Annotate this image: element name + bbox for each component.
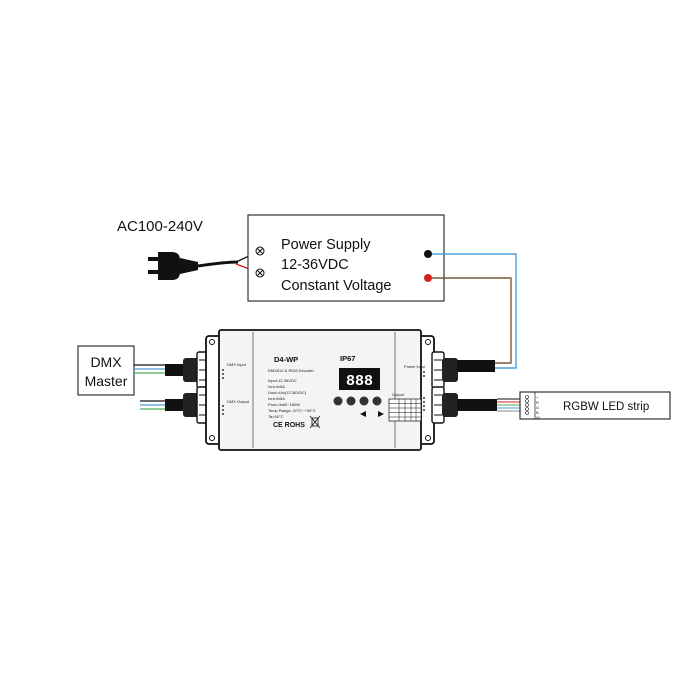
ac-input-label: AC100-240V	[117, 218, 203, 235]
right-arrow-icon	[378, 411, 384, 417]
spec-line-2: Iout:4x5A	[268, 384, 285, 389]
power-supply-type: Constant Voltage	[281, 278, 391, 294]
dmx-output-cable	[165, 399, 185, 411]
dc-wire-positive	[432, 277, 512, 364]
button-right[interactable]	[359, 396, 369, 406]
led-output-cable	[457, 399, 497, 411]
dmx-input-cable	[165, 364, 185, 376]
terminal-dots	[222, 369, 224, 415]
dmx-output-title: DMX Output	[227, 399, 250, 404]
weee-bin-icon	[309, 415, 321, 429]
button-m[interactable]	[333, 396, 343, 406]
strip-pin-b: B	[536, 410, 539, 415]
decoder-model: D4-WP	[274, 355, 298, 364]
spec-line-7: Ta=50°C	[268, 414, 284, 419]
button-down[interactable]	[372, 396, 382, 406]
decoder-rating: IP67	[340, 354, 355, 363]
dc-positive-terminal	[424, 274, 432, 282]
dc-negative-terminal	[424, 250, 432, 258]
power-supply-box	[247, 214, 445, 302]
spec-line-3: Uout=Uin(12-36VDC)	[268, 390, 307, 395]
dmx-input-wires	[134, 364, 170, 374]
decoder-device	[205, 329, 435, 451]
led-strip-label: RGBW LED strip	[563, 401, 649, 413]
strip-pin-plus: +	[536, 395, 539, 400]
strip-pin-g: G	[536, 405, 539, 410]
cable-gland-icon	[431, 351, 458, 389]
led-display	[339, 368, 380, 390]
power-supply-title: Power Supply	[281, 237, 371, 253]
ac-cord	[197, 260, 239, 268]
dmx-input-title: DMX Input	[227, 362, 247, 367]
terminal-dots	[423, 371, 425, 411]
power-input-title: Power Input	[404, 364, 426, 369]
button-left[interactable]	[346, 396, 356, 406]
dmx-master-line2: Master	[85, 373, 128, 389]
output-table	[388, 398, 422, 422]
strip-pin-w: W	[536, 415, 540, 420]
power-input-cable	[457, 360, 495, 372]
spec-line-4: Iout:4x5A	[268, 396, 285, 401]
led-strip	[519, 391, 671, 420]
dmx-master-box	[77, 345, 135, 396]
spec-line-1: Input:12-36VDC	[268, 378, 297, 383]
spec-line-5: Pout=4x60~180W	[268, 402, 300, 407]
output-title: Output	[392, 392, 405, 397]
strip-pin-r: R	[536, 400, 539, 405]
dmx-master-line1: DMX	[90, 354, 122, 370]
left-arrow-icon	[360, 411, 366, 417]
terminal-screw-icon	[255, 246, 265, 256]
decoder-buttons	[333, 396, 384, 417]
cable-gland-icon	[431, 386, 458, 424]
certification-mark: CE ROHS	[273, 422, 305, 429]
decoder-subtitle: DMX512 & RDM Decoder	[268, 368, 314, 373]
dc-wire-negative	[432, 253, 517, 369]
ac-plug-icon	[148, 252, 198, 280]
power-supply-voltage: 12-36VDC	[281, 257, 349, 273]
led-display-digits: 888	[346, 373, 373, 390]
spec-line-6: Temp Range:-20°C~+50°C	[268, 408, 316, 413]
terminal-screw-icon	[255, 268, 265, 278]
